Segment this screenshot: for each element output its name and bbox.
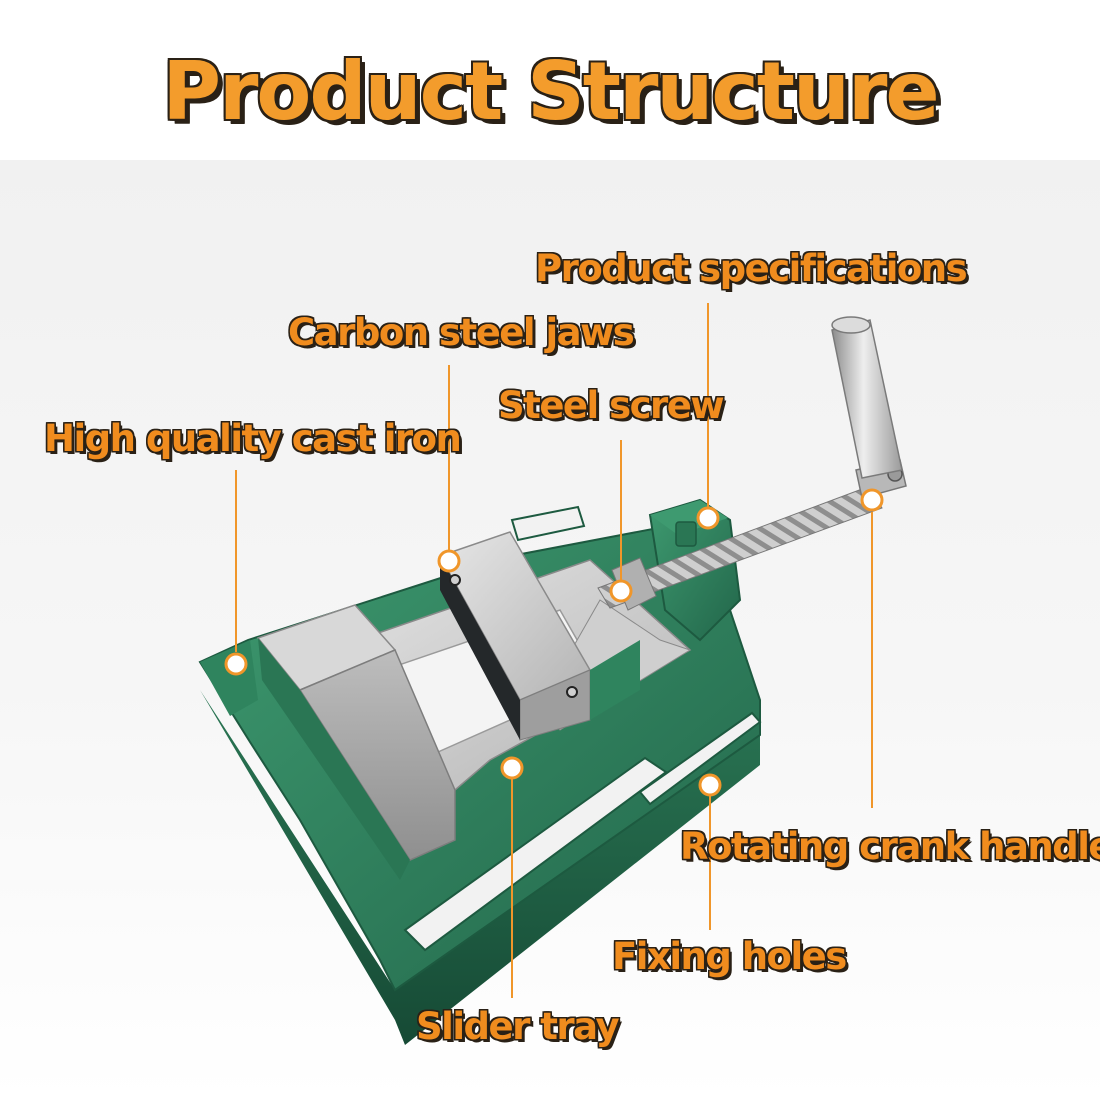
marker-product-specifications bbox=[696, 506, 720, 530]
jaw-screw-top bbox=[449, 574, 461, 586]
label-steel-screw: Steel screw bbox=[498, 384, 725, 427]
label-rotating-crank-handle: Rotating crank handle bbox=[680, 825, 1100, 868]
marker-carbon-steel-jaws bbox=[437, 549, 461, 573]
marker-dots bbox=[224, 488, 884, 797]
housing-plate-marking bbox=[675, 521, 697, 547]
base-slot-front bbox=[403, 756, 668, 952]
screw-shaft bbox=[597, 485, 883, 609]
label-product-specifications: Product specifications bbox=[535, 247, 968, 290]
page-title: Product Structure bbox=[162, 45, 939, 138]
crank-grip-cap bbox=[831, 316, 871, 334]
leader-lines bbox=[235, 303, 873, 998]
label-fixing-holes: Fixing holes bbox=[612, 935, 847, 978]
marker-steel-screw bbox=[609, 579, 633, 603]
fixed-jaw-side bbox=[258, 638, 410, 880]
movable-jaw-left-face bbox=[440, 556, 520, 740]
crank-handle bbox=[831, 316, 907, 499]
label-carbon-steel-jaws: Carbon steel jaws bbox=[288, 311, 635, 354]
label-slider-tray: Slider tray bbox=[416, 1005, 620, 1048]
crank-grip bbox=[831, 319, 903, 479]
fixed-jaw bbox=[256, 604, 456, 880]
base-slot-right bbox=[638, 711, 762, 806]
header-background bbox=[0, 0, 1100, 160]
marker-slider-tray bbox=[500, 756, 524, 780]
marker-fixing-holes bbox=[698, 773, 722, 797]
label-high-quality-cast-iron: High quality cast iron bbox=[44, 417, 462, 460]
movable-jaw bbox=[438, 531, 640, 741]
jaw-plate-right bbox=[590, 640, 640, 720]
base-side-face bbox=[200, 690, 760, 1045]
marker-high-quality-cast-iron bbox=[224, 652, 248, 676]
jaw-screw-bottom bbox=[566, 686, 578, 698]
base-slot-rear bbox=[510, 505, 586, 542]
marker-rotating-crank-handle bbox=[860, 488, 884, 512]
